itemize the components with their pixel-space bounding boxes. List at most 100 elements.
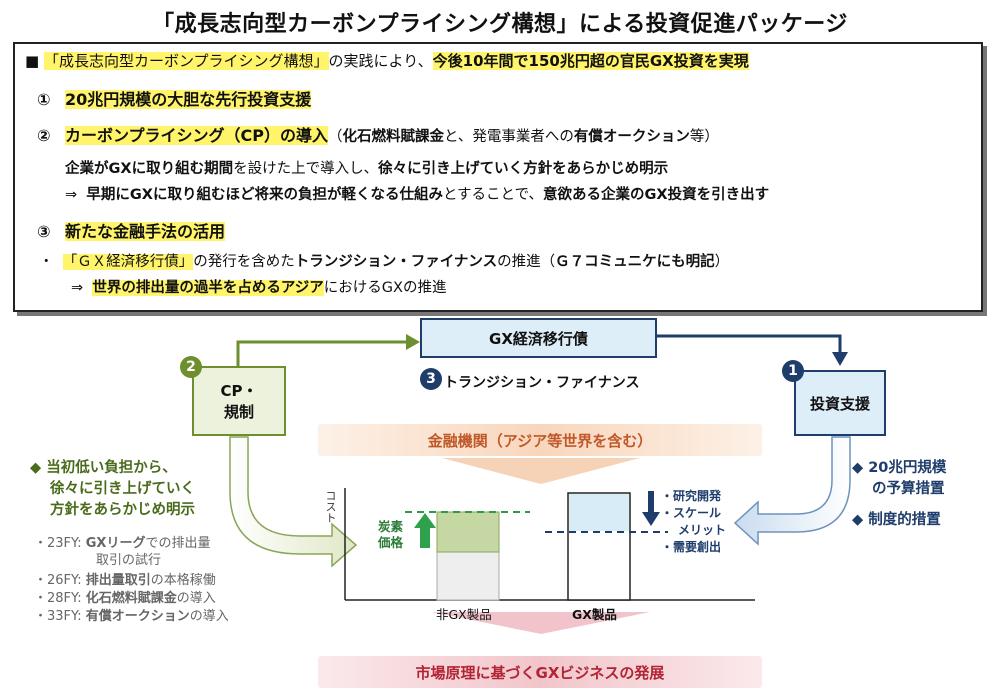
arrow-glyph: ⇒: [71, 280, 84, 296]
badge-2: 2: [180, 356, 202, 378]
timeline-row: ・33FY: 有償オークションの導入: [34, 605, 229, 624]
transition-label: トランジション・ファイナンス: [444, 375, 640, 391]
item-1-num: ①: [37, 90, 51, 109]
item-2-paren-open: （: [328, 129, 343, 145]
timeline-year: ・33FY:: [34, 609, 86, 624]
finance-post: の推進（: [497, 254, 556, 270]
summary-box: ■ 「成長志向型カーボンプライシング構想」の実践により、今後10年間で150兆円…: [13, 42, 983, 312]
bullet-square: ■: [25, 52, 40, 70]
market-label: 市場原理に基づくGXビジネスの発展: [415, 663, 665, 682]
timeline-rest: の本格稼働: [150, 573, 216, 588]
carbon-label-2: 価格: [378, 535, 404, 550]
left-note-line-1: ◆ 当初低い負担から、: [30, 456, 177, 477]
down-arrow-icon: [642, 491, 660, 526]
intro-goal: 今後10年間で150兆円超の官民GX投資を実現: [432, 52, 749, 70]
cp-label-line-1: CP・: [220, 382, 258, 400]
cp-line-1-period: 企業がGXに取り組む期間: [65, 161, 234, 177]
timeline-row: ・26FY: 排出量取引の本格稼働: [34, 569, 216, 588]
item-2-mid: と、発電事業者への: [444, 129, 574, 145]
diamond-icon: ◆: [852, 460, 864, 476]
cp-line-2-mid: とすることで、: [442, 187, 544, 203]
timeline-year: ・28FY:: [34, 591, 86, 606]
non-gx-base-bar: [436, 551, 500, 601]
non-gx-carbon-bar: [436, 511, 500, 553]
timeline-rest: の導入: [189, 609, 229, 624]
finance-label: 金融機関（アジア等世界を含む）: [427, 431, 653, 450]
connector-bond-to-support: [657, 334, 842, 356]
diamond-icon: ◆: [852, 512, 864, 528]
effect-merit: メリット: [678, 523, 727, 537]
timeline-year: ・26FY:: [34, 573, 86, 588]
up-arrow-icon: [414, 513, 436, 548]
left-note-line-3: 方針をあらかじめ明示: [50, 502, 195, 518]
right-note-text-1a: 20兆円規模: [868, 460, 947, 476]
diamond-icon: ◆: [30, 460, 42, 476]
gx-bond-box: GX経済移行債: [420, 318, 657, 358]
effect-demand: ・需要創出: [661, 540, 722, 554]
finance-close: ）: [714, 254, 730, 270]
cp-label-line-2: 規制: [223, 403, 254, 421]
timeline-key: 有償オークション: [85, 609, 190, 624]
cp-line-1-mid: を設けた上で導入し、: [233, 161, 379, 177]
arrow-glyph: ⇒: [65, 187, 78, 203]
right-note-1b: の予算措置: [872, 481, 945, 497]
badge-1: 1: [782, 360, 804, 382]
right-note-1a: ◆ 20兆円規模: [852, 456, 946, 477]
item-2-auction: 有償オークション: [573, 129, 690, 145]
effect-scale: ・スケール: [661, 506, 722, 520]
finance-transition: トランジション・ファイナンス: [294, 254, 498, 270]
investment-support-box: 投資支援: [794, 370, 886, 436]
item-2-levy: 化石燃料賦課金: [342, 129, 445, 145]
non-gx-label: 非GX製品: [436, 607, 492, 622]
item-2-num: ②: [37, 126, 51, 145]
gx-bond-label: GX経済移行債: [489, 329, 588, 348]
item-2-text: カーボンプライシング（CP）の導入: [65, 126, 328, 145]
timeline-rest: 取引の試行: [96, 553, 162, 568]
cp-line-2: ⇒ 早期にGXに取り組むほど将来の負担が軽くなる仕組みとすることで、意欲ある企業…: [65, 183, 769, 204]
carbon-label-1: 炭素: [378, 519, 404, 534]
finance-banner: 金融機関（アジア等世界を含む）: [318, 424, 762, 456]
timeline-rest: の導入: [176, 591, 216, 606]
cp-arrow-icon: [229, 436, 358, 568]
finance-line: ・ 「ＧＸ経済移行債」の発行を含めたトランジション・ファイナンスの推進（Ｇ７コミ…: [39, 250, 729, 271]
intro-mid: の実践により、: [328, 52, 433, 70]
timeline-key: 排出量取引: [85, 573, 151, 588]
bullet-dot: ・: [39, 254, 54, 270]
asia-line: ⇒ 世界の排出量の過半を占めるアジアにおけるGXの推進: [71, 276, 446, 297]
cp-line-1: 企業がGXに取り組む期間を設けた上で導入し、徐々に引き上げていく方針をあらかじめ…: [65, 157, 668, 178]
market-banner: 市場原理に基づくGXビジネスの発展: [318, 656, 762, 688]
timeline-row: ・28FY: 化石燃料賦課金の導入: [34, 587, 216, 606]
cp-line-2-outcome: 意欲ある企業のGX投資を引き出す: [543, 187, 770, 203]
badge-3: 3: [420, 368, 442, 390]
asia-post: におけるGXの推進: [323, 280, 447, 296]
item-2-paren-close: 等）: [689, 129, 719, 145]
left-note-line-2: 徐々に引き上げていく: [50, 481, 195, 497]
arrowhead-green-icon: [406, 334, 420, 350]
item-3-text: 新たな金融手法の活用: [65, 222, 226, 241]
support-arrow-icon: [733, 436, 851, 546]
support-label: 投資支援: [809, 394, 870, 413]
finance-mid: の発行を含めた: [193, 254, 295, 270]
summary-intro: ■ 「成長志向型カーボンプライシング構想」の実践により、今後10年間で150兆円…: [25, 50, 749, 71]
cp-regulation-box: CP・ 規制: [192, 366, 286, 436]
cp-line-1-policy: 徐々に引き上げていく方針をあらかじめ明示: [378, 161, 669, 177]
timeline-rest: での排出量: [145, 536, 211, 551]
right-note-text-2: 制度的措置: [868, 512, 941, 528]
timeline-key: GXリーグ: [85, 536, 146, 551]
finance-bond: 「ＧＸ経済移行債」: [62, 254, 194, 270]
cost-axis-label: コスト: [324, 490, 337, 523]
asia-highlight: 世界の排出量の過半を占めるアジア: [92, 280, 324, 296]
gx-label: GX製品: [572, 607, 617, 622]
finance-chevron-icon: [442, 458, 640, 484]
finance-g7: Ｇ７コミュニケにも明記: [555, 254, 715, 270]
gx-upper-bar: [569, 494, 629, 531]
timeline-row: 取引の試行: [96, 549, 161, 568]
timeline-key: 化石燃料賦課金: [85, 591, 177, 606]
intro-concept: 「成長志向型カーボンプライシング構想」: [43, 52, 329, 70]
left-note-text-1: 当初低い負担から、: [46, 460, 177, 476]
cp-line-2-mechanism: 早期にGXに取り組むほど将来の負担が軽くなる仕組み: [86, 187, 443, 203]
market-chevron-icon: [432, 612, 650, 634]
